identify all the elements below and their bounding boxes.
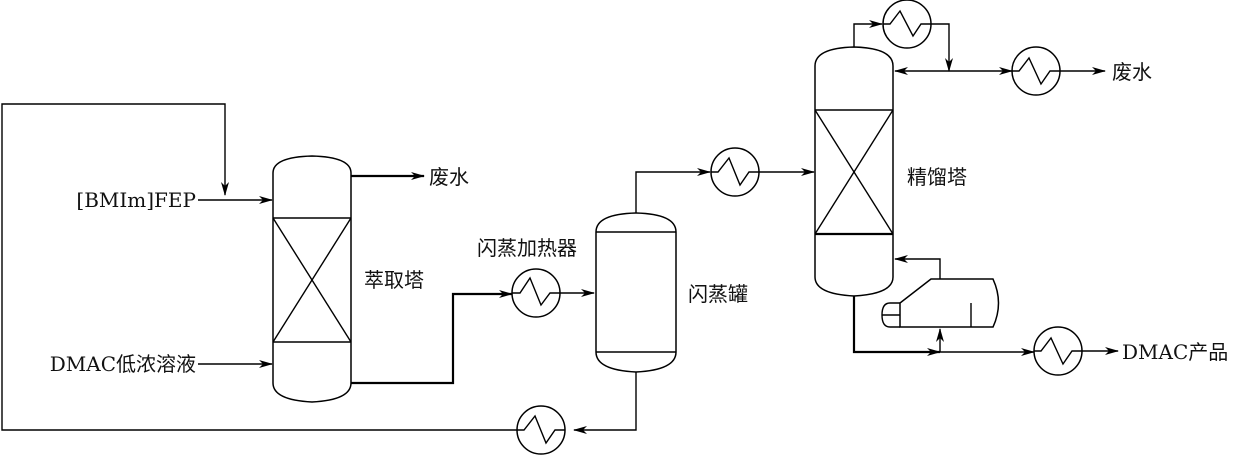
product-label: DMAC产品 xyxy=(1122,340,1228,364)
condensate-line xyxy=(931,23,953,72)
flash-heater-label: 闪蒸加热器 xyxy=(477,236,577,260)
flash-tank-label: 闪蒸罐 xyxy=(688,282,748,306)
reboiler-vapor-line xyxy=(894,255,941,279)
overhead-vapor-line xyxy=(853,20,883,47)
extraction-column-label: 萃取塔 xyxy=(364,268,424,292)
condenser xyxy=(882,0,932,49)
reboiler xyxy=(881,278,1000,328)
extraction-waste-water-label: 废水 xyxy=(429,165,469,189)
solvent-feed-label: [BMIm]FEP xyxy=(76,188,196,212)
feed-heat-exchanger xyxy=(710,147,760,197)
extract-line xyxy=(351,292,512,385)
flash-vapor-line xyxy=(635,168,711,213)
recycle-line xyxy=(1,103,637,434)
dmac-feed-label: DMAC低浓溶液 xyxy=(50,352,196,376)
flash-tank xyxy=(595,212,677,373)
recycle-heat-exchanger xyxy=(516,405,566,455)
product-cooler xyxy=(1033,326,1083,376)
distillation-waste-water-label: 废水 xyxy=(1112,60,1152,84)
flash-heater xyxy=(511,268,561,318)
distillate-cooler xyxy=(1011,46,1061,96)
distillation-column xyxy=(814,46,894,297)
extraction-column xyxy=(272,155,352,403)
distillation-column-label: 精馏塔 xyxy=(907,165,967,189)
